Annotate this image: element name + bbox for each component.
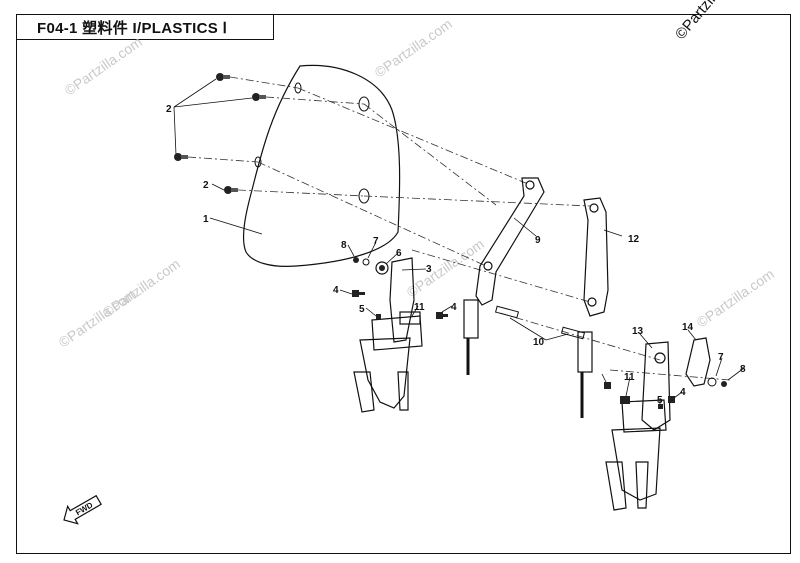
callout-7: 7 [373,236,379,247]
screw-part [252,93,266,101]
callout-10: 10 [533,337,545,348]
support-frame-right [605,341,671,511]
callout-11: 11 [414,302,425,313]
callout-5: 5 [359,304,365,315]
callout-7: 7 [718,352,724,363]
callout-8: 8 [740,364,746,375]
callout-11: 11 [624,372,635,383]
leader-lines [173,78,745,404]
screw-part [224,186,238,194]
callout-2: 2 [166,104,172,115]
bracket-12-part [577,197,609,418]
callout-3: 3 [426,264,432,275]
bracket-9-part [463,177,545,375]
assembly-lines [187,76,731,381]
fwd-arrow-icon: FWD [63,494,102,525]
callout-13: 13 [632,326,644,337]
bolt-10-part [494,305,586,340]
screw-part [216,73,230,81]
callout-4: 4 [451,302,457,313]
callout-6: 6 [396,248,402,259]
windshield-part [242,64,401,267]
callout-2: 2 [203,180,209,191]
callout-4: 4 [680,387,686,398]
windshield-hole [358,96,370,112]
callout-4: 4 [333,285,339,296]
small-parts-left [353,257,389,275]
callout-9: 9 [535,235,541,246]
callout-5: 5 [657,395,663,406]
callout-12: 12 [628,234,640,245]
callout-14: 14 [682,322,694,333]
bracket-14-part [685,337,711,387]
windshield-hole [294,82,302,94]
support-frame-left [353,257,423,413]
screw-parts-misc [352,290,675,409]
callout-8: 8 [341,240,347,251]
small-parts-right [707,377,727,387]
diagram-title: F04-1 塑料件 I/PLASTICS Ⅰ [16,14,274,40]
callout-1: 1 [203,214,209,225]
